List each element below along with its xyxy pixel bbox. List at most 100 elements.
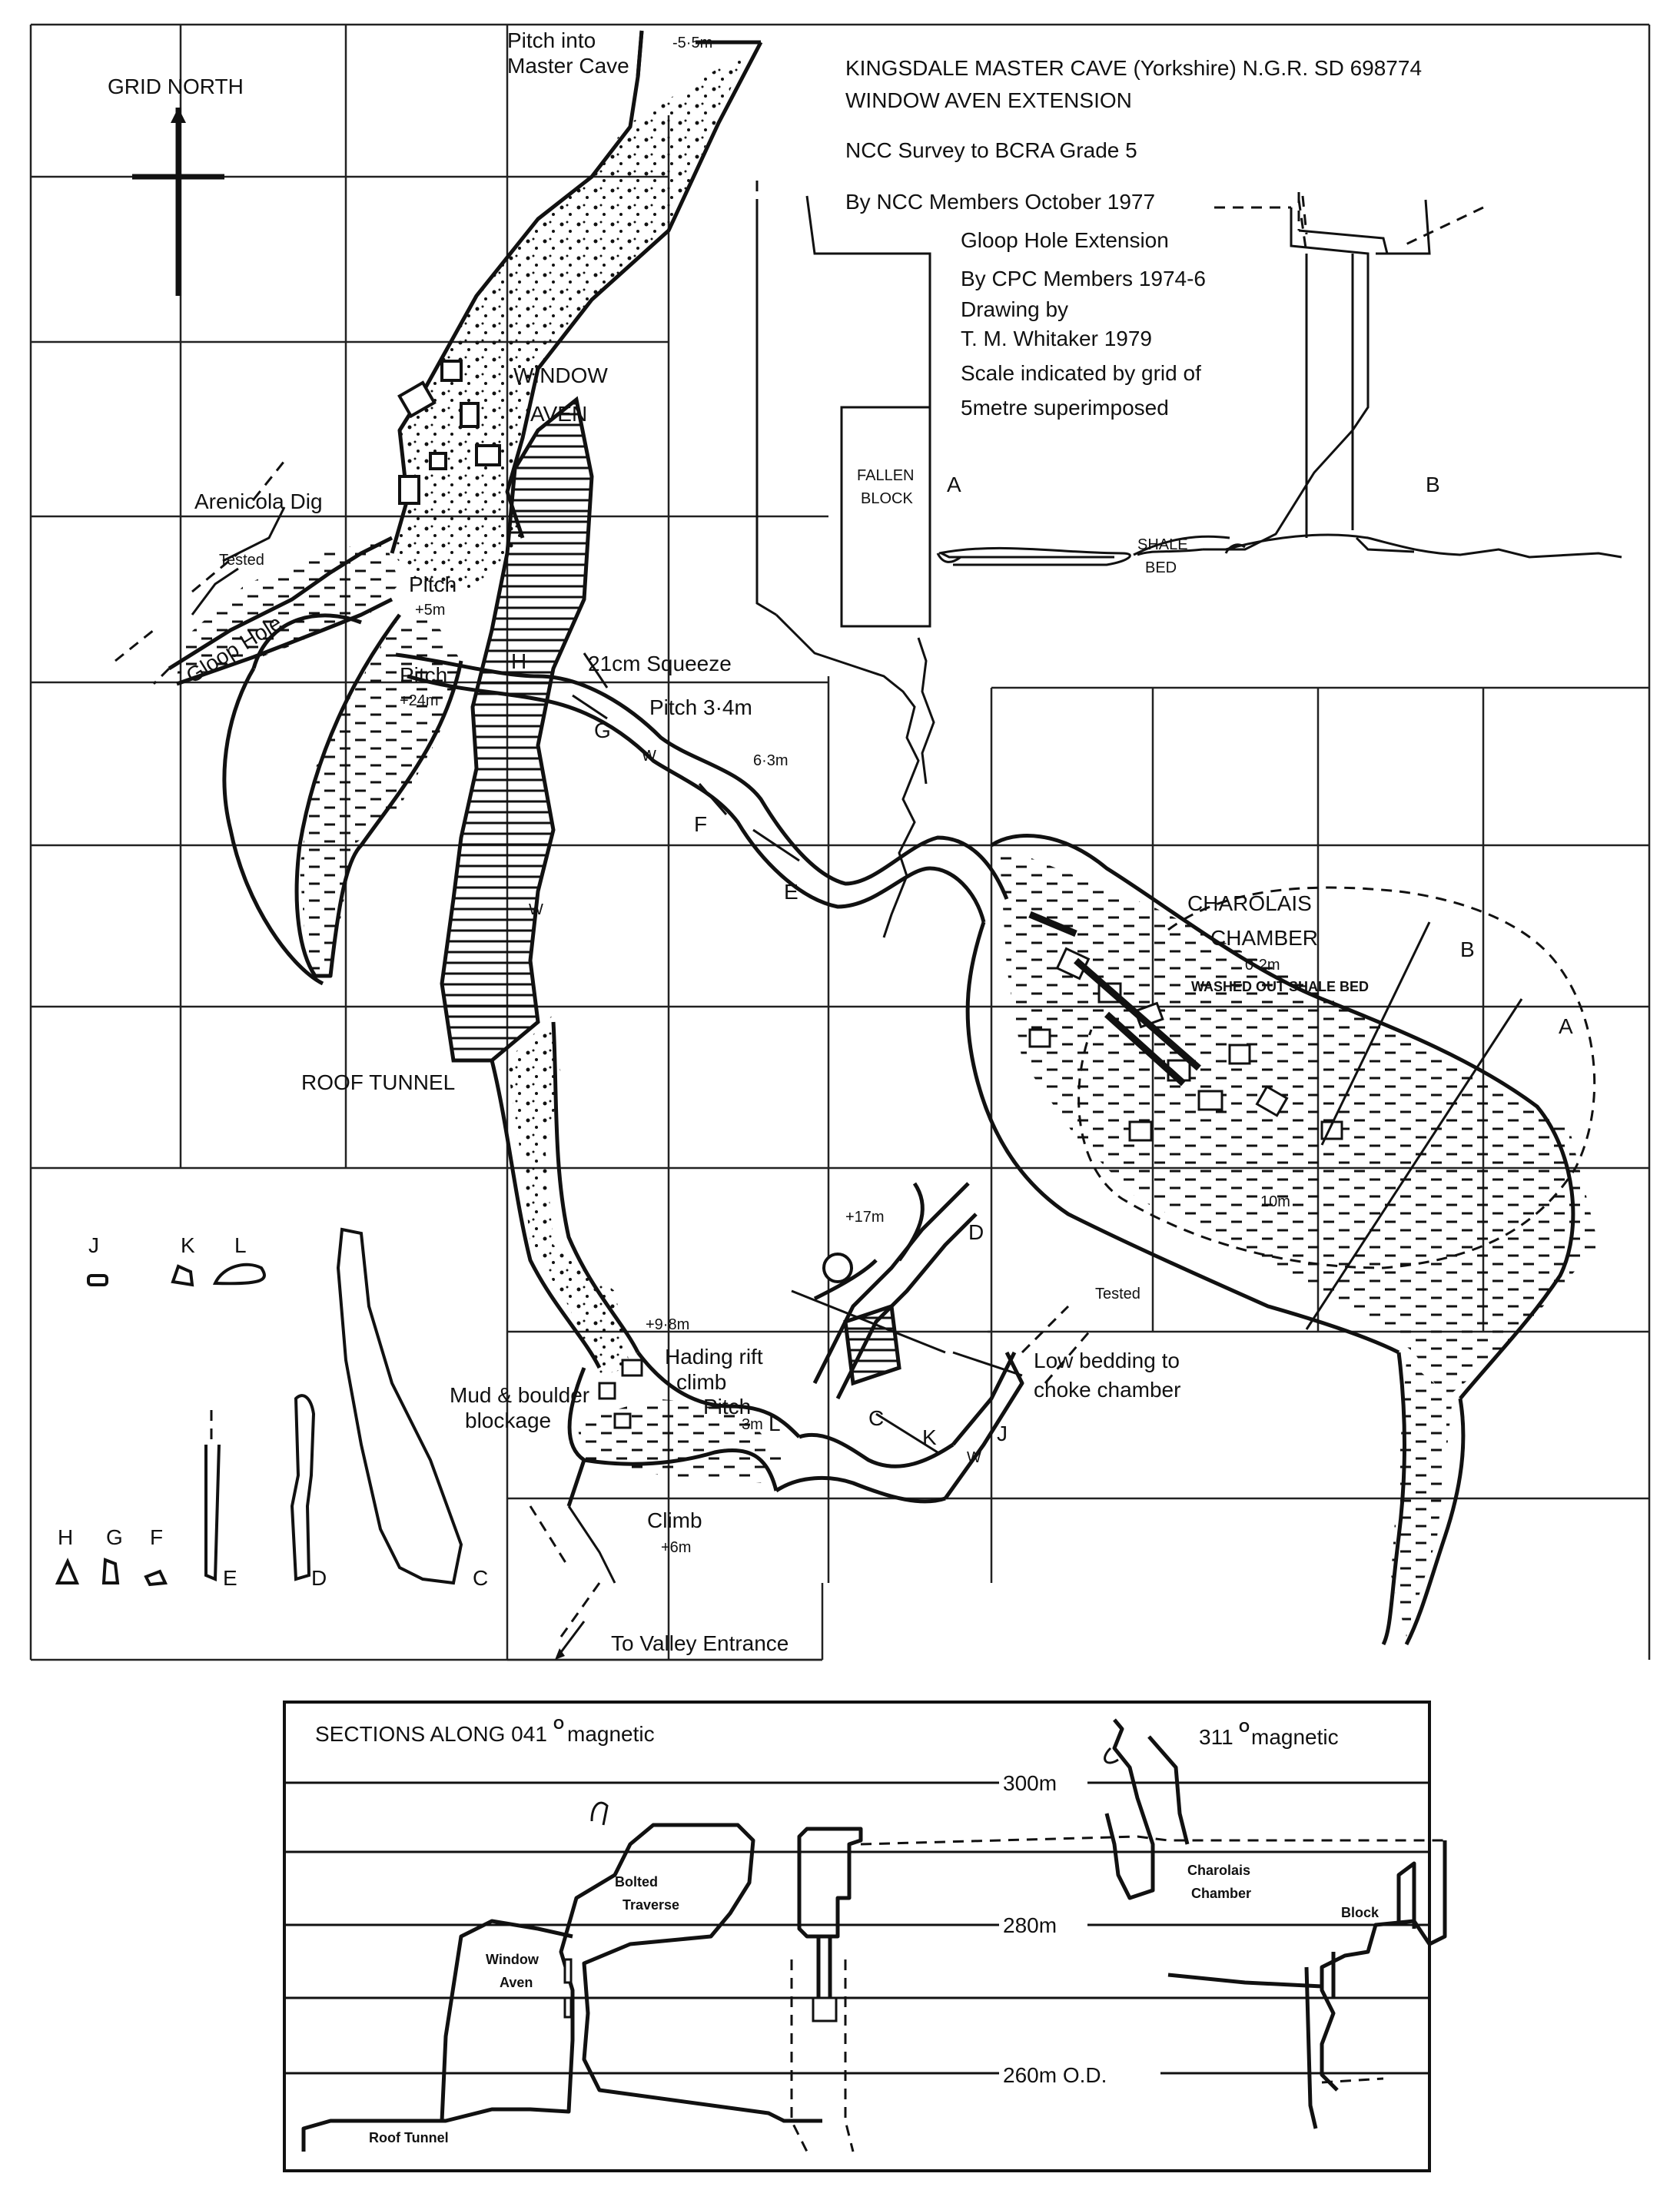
label-k: K [922,1425,937,1449]
north-arrow-icon [132,108,224,296]
label-washed-out-shale-bed: WASHED OUT SHALE BED [1191,979,1369,994]
xs-label-d: D [311,1566,327,1590]
label-climb-2: Climb [647,1508,702,1532]
fallen-block-label-2: BLOCK [861,490,913,507]
label-6-3m: 6·3m [753,752,789,769]
label-3m: 3m [742,1416,763,1433]
title-block: KINGSDALE MASTER CAVE (Yorkshire) N.G.R.… [845,56,1422,420]
elevation-aven: Aven [500,1975,533,1990]
label-pitch-3-4m: Pitch 3·4m [649,695,752,719]
xs-label-j: J [88,1233,99,1257]
inset-section-b: B [1426,473,1440,496]
label-plus-5m: +5m [415,602,445,619]
label-pitch-2: Pitch [400,663,447,687]
label-roof-tunnel: ROOF TUNNEL [301,1070,455,1094]
grid-north-label: GRID NORTH [108,75,244,98]
drawer-name: T. M. Whitaker 1979 [961,327,1152,350]
label-plus-17m: +17m [845,1209,885,1226]
label-low-bedding: Low bedding to [1034,1349,1180,1372]
elevation-bolted: Bolted [615,1874,658,1890]
label-w-2: W [529,901,543,918]
xs-label-f: F [150,1525,163,1549]
label-tested-1: Tested [219,552,264,569]
label-arenicola-dig: Arenicola Dig [194,489,323,513]
label-0-2m: 0·2m [1245,957,1280,974]
bed-label: BED [1145,559,1177,576]
elevation-traverse: Traverse [623,1897,679,1913]
xs-label-k: K [181,1233,195,1257]
label-charolais: CHAROLAIS [1187,891,1312,915]
elevation-angle-2: 311 [1199,1725,1233,1749]
elevation-280m: 280m [1003,1913,1057,1937]
inset-shaft-sections [755,181,1622,938]
label-21cm-squeeze: 21cm Squeeze [588,652,732,675]
cross-sections: J K L C E D H G F [55,1227,488,1590]
label-l: L [769,1412,781,1435]
label-mud-boulder: Mud & boulder [450,1383,589,1407]
surveyors-cpc: By CPC Members 1974-6 [961,267,1206,290]
label-hading-rift: Hading rift [665,1345,763,1369]
label-b: B [1460,937,1475,961]
survey-grade: NCC Survey to BCRA Grade 5 [845,138,1137,162]
label-h: H [511,649,526,673]
label-climb-1: climb [676,1370,726,1394]
elevation-charolais: Charolais [1187,1863,1250,1878]
label-choke-chamber: choke chamber [1034,1378,1180,1402]
label-master-cave: Master Cave [507,54,629,78]
plan-labels: Pitch into Master Cave -5·5m WINDOW AVEN… [182,28,1573,1655]
label-aven: AVEN [530,402,587,426]
label-plus-9-8m: +9·8m [646,1316,689,1333]
xs-label-e: E [223,1566,237,1590]
label-tested-2: Tested [1095,1286,1140,1302]
label-f: F [694,812,707,836]
label-to-valley-entrance: To Valley Entrance [611,1631,789,1655]
scale-note-1: Scale indicated by grid of [961,361,1201,385]
roof-tunnel-passage [222,396,594,1063]
label-plus-6m: +6m [661,1539,691,1556]
elevation-panel [283,1701,1447,2172]
label-pitch-3: Pitch [703,1395,751,1419]
elevation-300m: 300m [1003,1771,1057,1795]
elevation-title: SECTIONS ALONG 041 [315,1722,547,1746]
elevation-chamber: Chamber [1191,1886,1251,1901]
label-g: G [594,718,611,742]
label-c: C [868,1406,884,1430]
xs-label-g: G [106,1525,123,1549]
gloop-hole-passage [115,460,400,686]
fallen-block-label-1: FALLEN [857,467,914,484]
window-aven-passage [390,30,763,592]
blockage-climb-area [566,1351,801,1507]
label-10m: 10m [1260,1193,1290,1210]
lower-connection-passages [775,1182,1093,1504]
shale-label: SHALE [1137,536,1188,553]
elevation-magnetic-2: magnetic [1251,1725,1339,1749]
label-pitch-into: Pitch into [507,28,596,52]
elevation-roof-tunnel: Roof Tunnel [369,2130,449,2145]
charolais-chamber [965,834,1599,1646]
label-d: D [968,1220,984,1244]
label-j: J [997,1422,1008,1445]
squeeze-passage [395,652,1009,923]
label-blockage: blockage [465,1409,551,1432]
elevation-degree-2: O [1239,1720,1250,1735]
label-w-1: W [642,748,656,765]
label-e: E [784,880,798,904]
flow-arrows [529,1505,616,1660]
label-plus-24m: +24m [400,692,439,709]
xs-label-c: C [473,1566,488,1590]
label-a: A [1559,1014,1573,1038]
elevation-window: Window [486,1952,540,1967]
label-chamber: CHAMBER [1210,926,1318,950]
lower-roof-tunnel [490,1014,640,1375]
elevation-degree-1: O [553,1717,564,1732]
title-line-1: KINGSDALE MASTER CAVE (Yorkshire) N.G.R.… [845,56,1422,80]
drawing-by: Drawing by [961,297,1068,321]
label-w-3: W [967,1449,981,1466]
label-minus-5-5m: -5·5m [672,35,712,51]
elevation-block: Block [1341,1905,1380,1920]
elevation-magnetic-1: magnetic [567,1722,655,1746]
xs-label-h: H [58,1525,73,1549]
label-pitch: Pitch [409,572,457,596]
gloop-extension: Gloop Hole Extension [961,228,1169,252]
